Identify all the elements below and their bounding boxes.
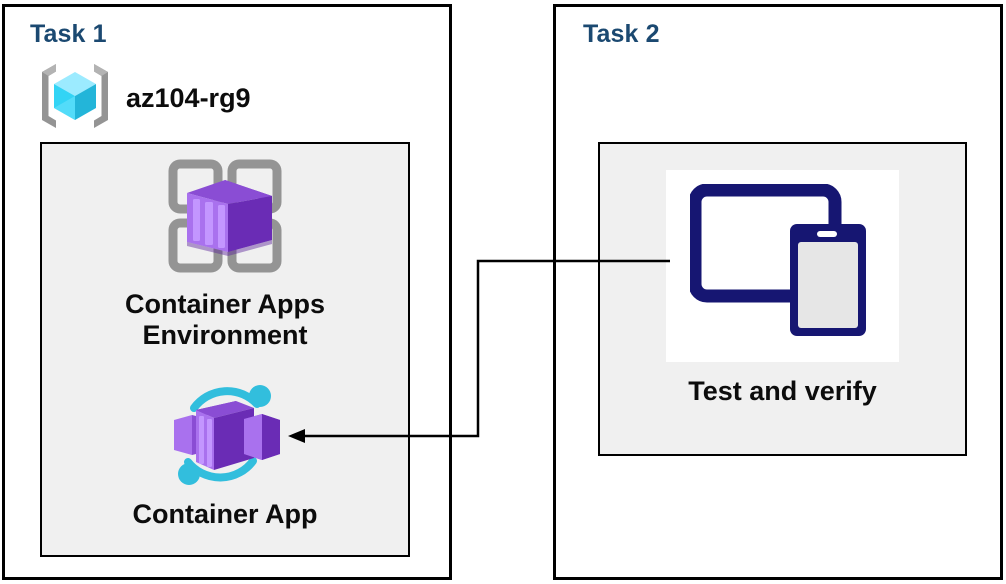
container-apps-environment-icon — [162, 156, 288, 283]
task-1-inner-panel: Container Apps Environment — [40, 142, 410, 557]
container-apps-environment-label: Container Apps Environment — [124, 289, 325, 350]
container-app-label: Container App — [132, 499, 318, 529]
task-2-inner-panel: Test and verify — [598, 142, 967, 456]
resource-group-row: az104-rg9 — [36, 60, 251, 137]
container-apps-environment-block: Container Apps Environment — [42, 156, 408, 350]
task-1-title: Task 1 — [30, 20, 107, 48]
resource-group-label: az104-rg9 — [126, 83, 251, 113]
devices-test-icon — [688, 183, 876, 349]
test-and-verify-label: Test and verify — [688, 376, 877, 406]
test-and-verify-icon-box — [666, 170, 899, 362]
container-app-block: Container App — [42, 382, 408, 530]
task-2-title: Task 2 — [583, 20, 660, 48]
test-and-verify-block: Test and verify — [600, 170, 965, 407]
azure-resource-group-icon — [36, 60, 114, 137]
container-app-icon — [158, 382, 292, 493]
